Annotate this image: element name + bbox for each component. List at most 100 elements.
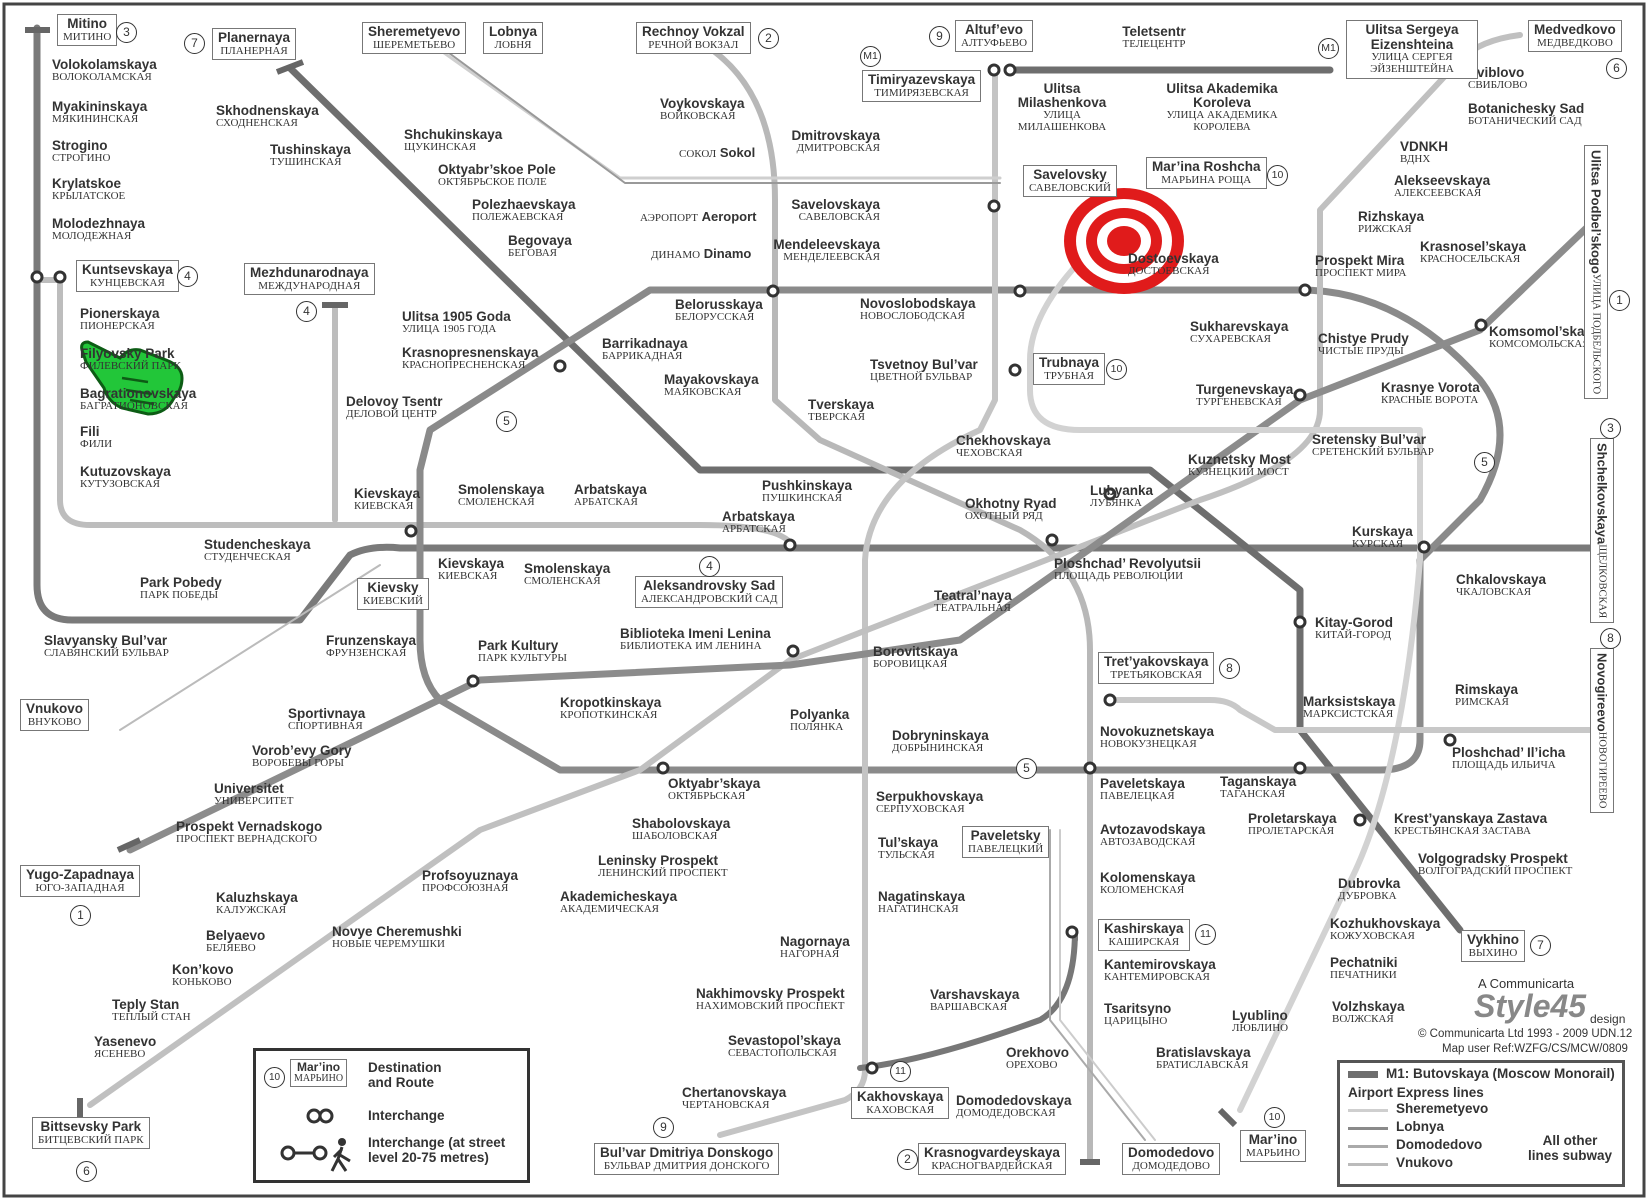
terminal-shchel[interactable]: ShchelkovskayaЩЕЛКОВСКАЯ: [1590, 438, 1614, 624]
station-dinamo[interactable]: ДИНАМО Dinamo: [651, 246, 751, 261]
station-aeroport[interactable]: АЭРОПОРТ Aeroport: [640, 209, 757, 224]
terminal-podbel[interactable]: Ulitsa Podbel’skogoУЛИЦА ПОДБЕЛЬСКОГО: [1584, 145, 1608, 400]
terminal-novogir[interactable]: NovogireevoНОВОГИРЕЕВО: [1590, 648, 1614, 814]
